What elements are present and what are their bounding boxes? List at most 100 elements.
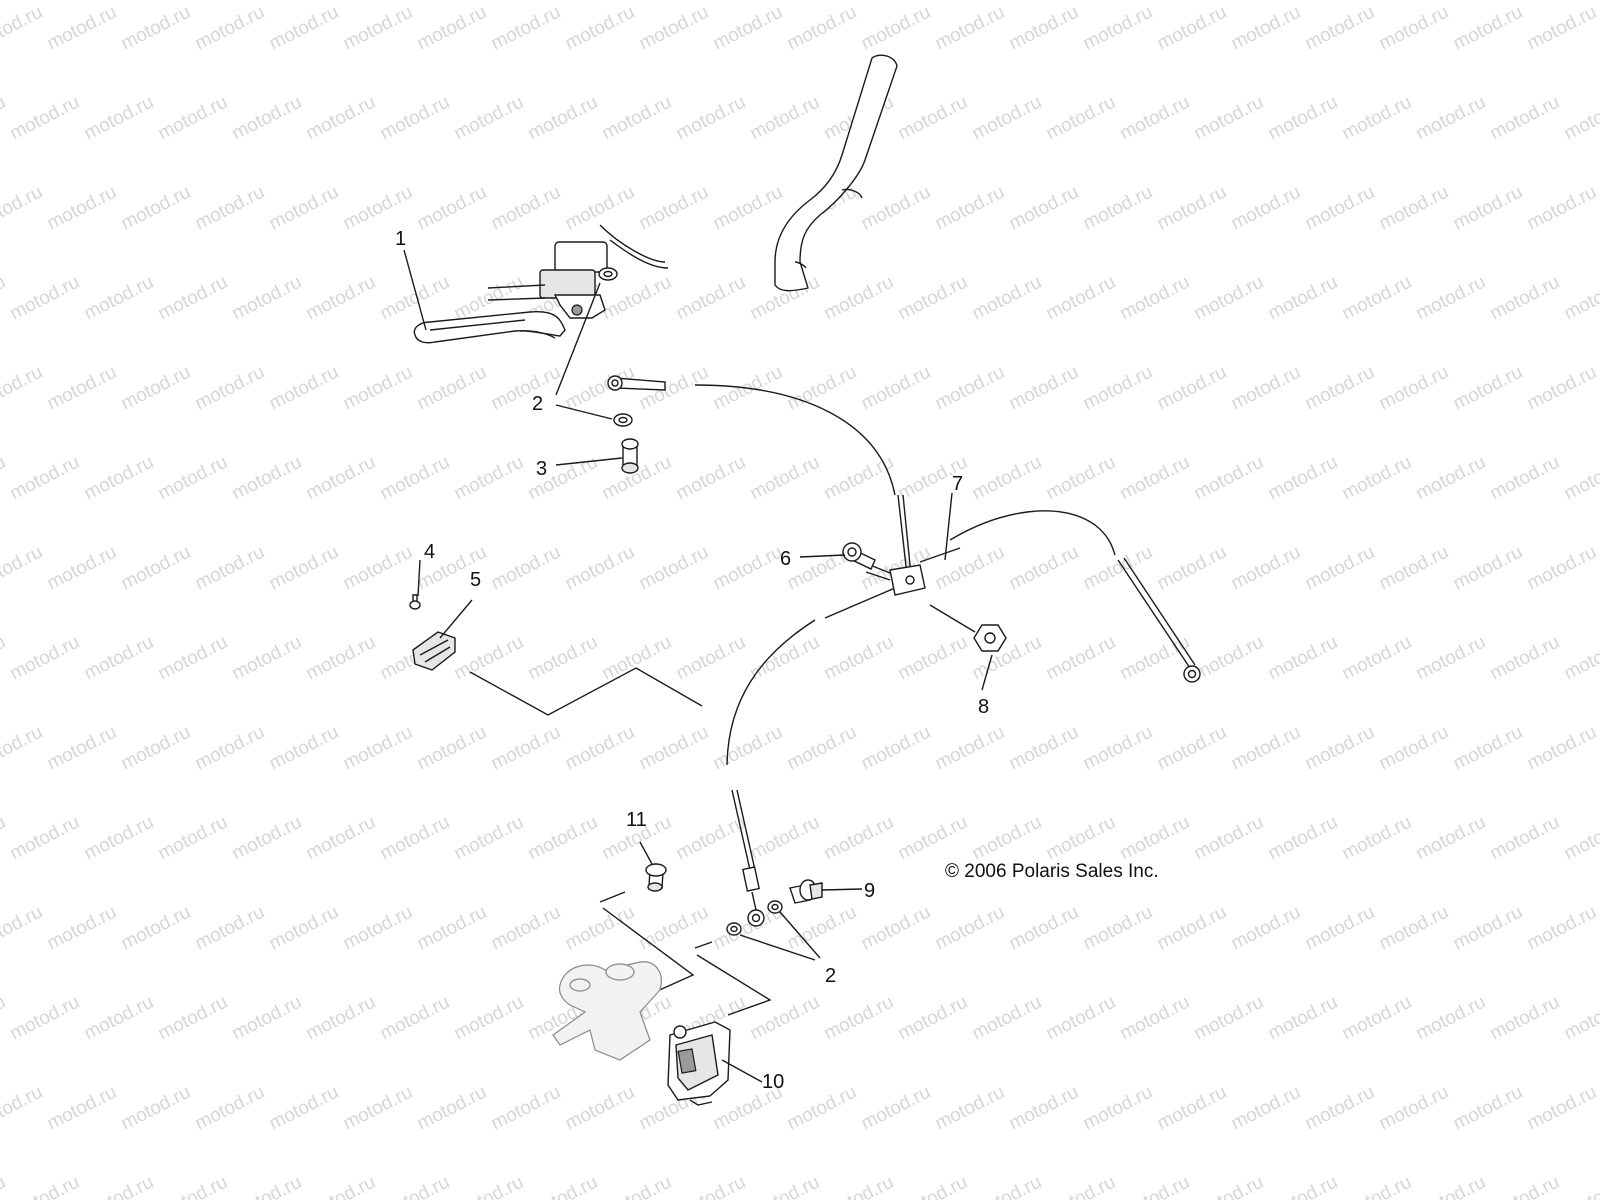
watermark-text: motod.ru: [451, 452, 527, 505]
handlebar: [599, 54, 898, 292]
watermark-text: motod.ru: [1006, 1082, 1082, 1135]
watermark-text: motod.ru: [1154, 1082, 1230, 1135]
watermark-text: motod.ru: [1487, 452, 1563, 505]
watermark-text: motod.ru: [303, 272, 379, 325]
watermark-text: motod.ru: [1154, 722, 1230, 775]
watermark-text: motod.ru: [1524, 182, 1600, 235]
watermark-text: motod.ru: [636, 722, 712, 775]
watermark-text: motod.ru: [673, 812, 749, 865]
watermark-text: motod.ru: [1376, 362, 1452, 415]
watermark-text: motod.ru: [858, 362, 934, 415]
watermark-text: motod.ru: [340, 2, 416, 55]
watermark-text: motod.ru: [747, 92, 823, 145]
watermark-text: motod.ru: [1524, 722, 1600, 775]
watermark-text: motod.ru: [1265, 812, 1341, 865]
callout-3: 3: [536, 458, 547, 480]
watermark-text: motod.ru: [1043, 452, 1119, 505]
watermark-text: motod.ru: [1228, 1082, 1304, 1135]
watermark-text: motod.ru: [858, 1082, 934, 1135]
watermark-text: motod.ru: [192, 182, 268, 235]
watermark-text: motod.ru: [1487, 272, 1563, 325]
watermark-text: motod.ru: [1450, 722, 1526, 775]
watermark-text: motod.ru: [1302, 1082, 1378, 1135]
watermark-text: motod.ru: [340, 182, 416, 235]
watermark-text: motod.ru: [229, 452, 305, 505]
watermark-text: motod.ru: [710, 2, 786, 55]
watermark-text: motod.ru: [969, 272, 1045, 325]
watermark-text: motod.ru: [451, 812, 527, 865]
watermark-text: motod.ru: [488, 2, 564, 55]
watermark-text: motod.ru: [525, 812, 601, 865]
upper-fittings: [598, 267, 666, 474]
watermark-text: motod.ru: [1339, 992, 1415, 1045]
watermark-text: motod.ru: [81, 452, 157, 505]
watermark-text: motod.ru: [1006, 362, 1082, 415]
watermark-text: motod.ru: [1339, 452, 1415, 505]
watermark-text: motod.ru: [118, 722, 194, 775]
watermark-text: motod.ru: [488, 542, 564, 595]
watermark-text: motod.ru: [1265, 92, 1341, 145]
watermark-text: motod.ru: [192, 542, 268, 595]
watermark-text: motod.ru: [0, 2, 46, 55]
watermark-text: motod.ru: [1561, 272, 1600, 325]
callout-9: 9: [864, 880, 875, 902]
watermark-text: motod.ru: [895, 632, 971, 685]
watermark-text: motod.ru: [0, 272, 9, 325]
callout-7: 7: [952, 473, 963, 495]
watermark-text: motod.ru: [155, 452, 231, 505]
callout-11: 11: [626, 809, 647, 831]
watermark-text: motod.ru: [1080, 1082, 1156, 1135]
watermark-text: motod.ru: [340, 902, 416, 955]
watermark-text: motod.ru: [1339, 1172, 1415, 1200]
watermark-text: motod.ru: [821, 812, 897, 865]
watermark-text: motod.ru: [1376, 2, 1452, 55]
watermark-text: motod.ru: [1376, 542, 1452, 595]
watermark-text: motod.ru: [821, 452, 897, 505]
watermark-text: motod.ru: [895, 1172, 971, 1200]
watermark-text: motod.ru: [1117, 272, 1193, 325]
watermark-text: motod.ru: [0, 542, 46, 595]
watermark-text: motod.ru: [1191, 452, 1267, 505]
watermark-text: motod.ru: [414, 1082, 490, 1135]
watermark-text: motod.ru: [303, 1172, 379, 1200]
watermark-text: motod.ru: [1117, 632, 1193, 685]
callout-2-lower: 2: [825, 965, 836, 987]
watermark-text: motod.ru: [44, 722, 120, 775]
watermark-text: motod.ru: [1191, 632, 1267, 685]
watermark-text: motod.ru: [81, 812, 157, 865]
watermark-text: motod.ru: [192, 1082, 268, 1135]
callout-10: 10: [762, 1071, 784, 1093]
watermark-text: motod.ru: [1080, 902, 1156, 955]
callout-2-upper: 2: [532, 393, 543, 415]
watermark-text: motod.ru: [1450, 182, 1526, 235]
routing-guide: [469, 667, 772, 1016]
watermark-text: motod.ru: [562, 722, 638, 775]
watermark-text: motod.ru: [81, 992, 157, 1045]
watermark-text: motod.ru: [1191, 92, 1267, 145]
knuckle-and-caliper: [552, 961, 731, 1106]
watermark-text: motod.ru: [118, 362, 194, 415]
watermark-text: motod.ru: [414, 2, 490, 55]
watermark-text: motod.ru: [969, 992, 1045, 1045]
watermark-text: motod.ru: [636, 182, 712, 235]
watermark-text: motod.ru: [858, 722, 934, 775]
watermark-text: motod.ru: [44, 362, 120, 415]
watermark-text: motod.ru: [118, 182, 194, 235]
watermark-text: motod.ru: [1524, 362, 1600, 415]
callout-5: 5: [470, 569, 481, 591]
watermark-text: motod.ru: [1450, 2, 1526, 55]
watermark-text: motod.ru: [895, 92, 971, 145]
watermark-text: motod.ru: [155, 632, 231, 685]
watermark-text: motod.ru: [784, 2, 860, 55]
watermark-text: motod.ru: [1154, 362, 1230, 415]
watermark-text: motod.ru: [266, 1082, 342, 1135]
watermark-text: motod.ru: [673, 632, 749, 685]
bracket-and-screw: [409, 594, 456, 671]
watermark-text: motod.ru: [303, 812, 379, 865]
watermark-text: motod.ru: [1265, 992, 1341, 1045]
watermark-text: motod.ru: [414, 722, 490, 775]
watermark-text: motod.ru: [1228, 2, 1304, 55]
watermark-text: motod.ru: [0, 812, 9, 865]
watermark-text: motod.ru: [81, 272, 157, 325]
watermark-text: motod.ru: [1228, 542, 1304, 595]
